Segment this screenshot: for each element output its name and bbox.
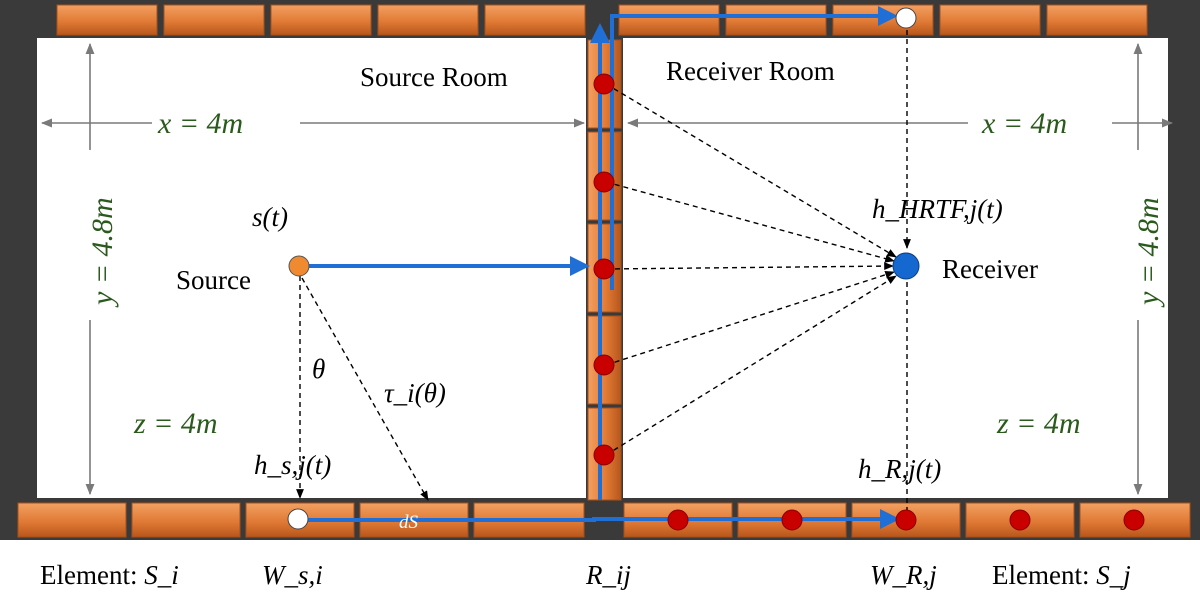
source-room-title: Source Room [360,62,508,92]
receiver-label: Receiver [942,254,1038,284]
source-label: Source [176,265,251,295]
transmission-paths [300,6,900,529]
source-x-dimension: x = 4m [157,107,243,140]
receiver-y-dimension: y = 4.8m [1132,197,1165,308]
h-source-label: h_s,j(t) [254,450,331,480]
top-flanking-arrow [610,6,898,290]
receiver-z-dimension: z = 4m [996,407,1081,440]
source-point [288,255,310,277]
source-z-dimension: z = 4m [133,407,218,440]
receiver-floor-points [667,509,1145,531]
source-signal-label: s(t) [252,202,288,232]
receiver-x-dimension: x = 4m [981,107,1067,140]
r-ij-caption: R_ij [585,560,631,590]
theta-label: θ [312,354,325,384]
source-floor-point [287,508,309,530]
source-y-dimension: y = 4.8m [86,197,119,308]
receiver-room-title: Receiver Room [666,56,835,86]
bottom-brick-row [17,502,1191,538]
caption-area [0,540,1200,595]
dashed-paths [296,30,911,510]
tau-label: τ_i(θ) [384,378,446,408]
receiver-point [892,252,920,280]
w-receiver-caption: W_R,j [870,560,937,590]
w-source-caption: W_s,i [262,560,323,590]
element-right-caption: Element: S_j [992,560,1131,590]
floor-flanking-arrow [300,509,900,529]
top-brick-row [56,4,1148,36]
partition-points [593,73,615,466]
dimension-lines [40,42,1174,496]
element-left-caption: Element: S_i [40,560,179,590]
receiver-ceiling-point [895,7,917,29]
hrtf-label: h_HRTF,j(t) [872,194,1003,224]
ds-label: dS [399,512,419,533]
h-receiver-label: h_R,j(t) [858,454,941,484]
